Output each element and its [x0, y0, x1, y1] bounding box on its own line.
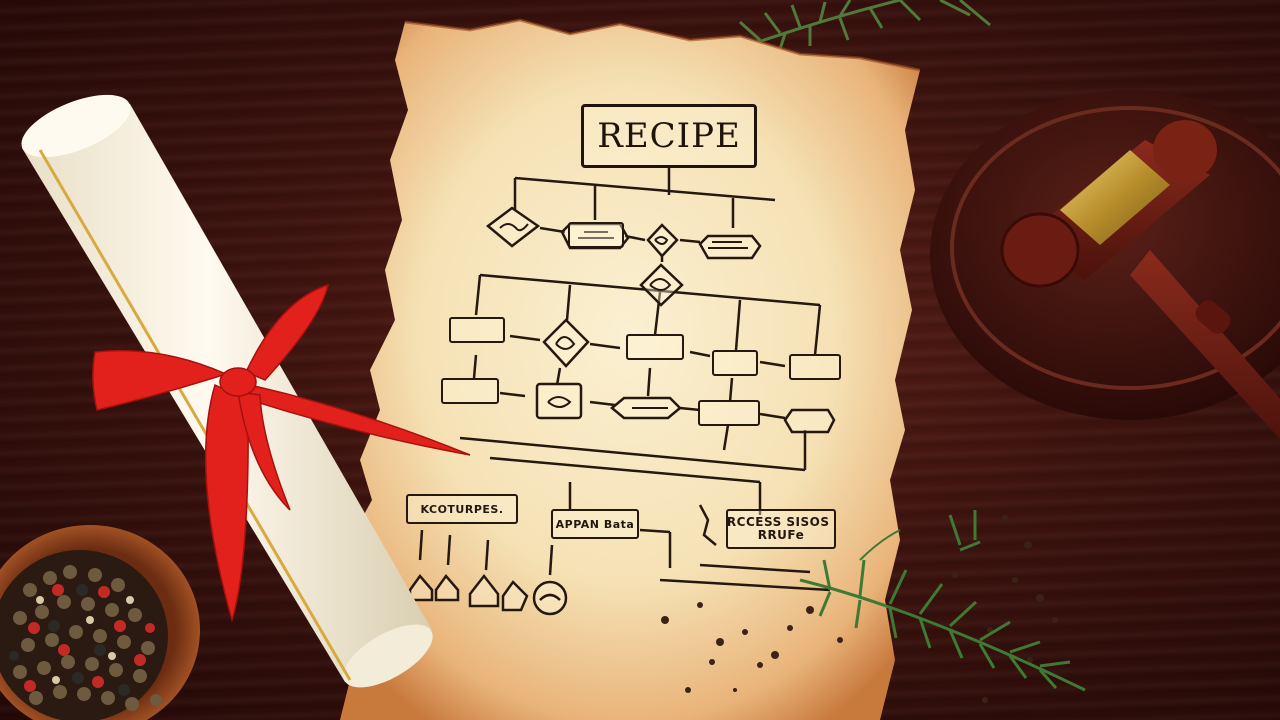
flow-node-row2-5 [789, 354, 841, 380]
rosemary-sprig-right [799, 510, 1086, 692]
flowchart-decisions [485, 206, 836, 434]
flow-node-hex-4 [783, 408, 836, 434]
flowchart-connectors [418, 168, 831, 592]
flowchart-scribbles [499, 223, 748, 409]
gavel [1000, 120, 1280, 440]
flow-node-row2-3 [626, 334, 684, 360]
peppercorn-bowl [0, 525, 200, 720]
flow-node-bottom-right-line2: RRUFe [757, 528, 805, 542]
decision-diamond-4 [542, 318, 590, 368]
flow-node-bottom-right-line1: CRCCESS SISOS U [726, 515, 834, 529]
parchment-paper [335, 18, 921, 720]
flowchart-bottom-icons [408, 573, 568, 616]
flow-node-row3-1 [441, 378, 499, 404]
decision-diamond-3 [639, 263, 684, 307]
flow-node-top-2 [568, 222, 624, 248]
decision-box-5 [535, 382, 583, 420]
decision-diamond-2 [646, 223, 679, 258]
flow-node-row2-1 [449, 317, 505, 343]
gavel-brass-band [1060, 150, 1170, 245]
scroll-ribbon [92, 283, 471, 623]
flow-node-row3-3 [698, 400, 760, 426]
flow-node-row2-4 [712, 350, 758, 376]
flow-node-bottom-left: KCOTURPES. [406, 494, 518, 524]
recipe-title: RECIPE [581, 104, 757, 168]
flow-node-bottom-right: CRCCESS SISOS U RRUFe [726, 509, 836, 549]
decision-diamond-1 [485, 206, 541, 248]
flow-node-bottom-mid: APPAN Bata [551, 509, 639, 539]
